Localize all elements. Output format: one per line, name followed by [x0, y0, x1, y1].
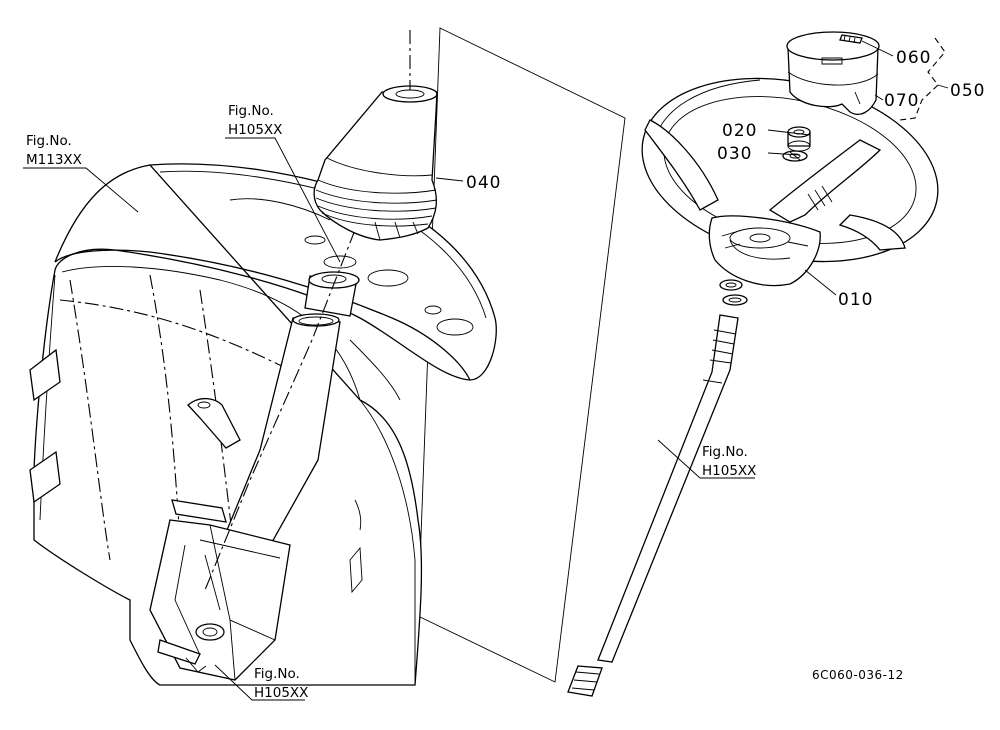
background-panel — [417, 27, 626, 683]
steering-column — [149, 229, 360, 681]
part-label-060: 060 — [896, 48, 931, 68]
fig-ref-line2: H105XX — [702, 463, 756, 479]
leader-lines — [23, 37, 949, 701]
fig-ref-line1: Fig.No. — [26, 133, 72, 149]
part-label-030: 030 — [717, 144, 752, 164]
part-040-boot — [313, 30, 438, 241]
fig-ref-m113: Fig.No. M113XX — [26, 133, 82, 168]
fig-ref-line2: H105XX — [228, 122, 282, 138]
part-label-010: 010 — [838, 290, 873, 310]
fig-ref-h105-shaft: Fig.No. H105XX — [702, 444, 756, 479]
fig-ref-line2: M113XX — [26, 152, 82, 168]
figure-references: Fig.No. M113XX Fig.No. H105XX Fig.No. H1… — [26, 103, 756, 701]
fig-ref-line1: Fig.No. — [228, 103, 274, 119]
fig-ref-h105-top: Fig.No. H105XX — [228, 103, 282, 138]
part-060-emblem — [839, 34, 863, 44]
fig-ref-line1: Fig.No. — [254, 666, 300, 682]
part-label-070: 070 — [884, 91, 919, 111]
dashboard-panel — [29, 163, 497, 686]
part-label-040: 040 — [466, 173, 501, 193]
part-label-050: 050 — [950, 81, 985, 101]
drawing-code: 6C060-036-12 — [812, 668, 904, 682]
part-labels: 010 020 030 040 050 060 070 — [466, 48, 985, 310]
fig-ref-line1: Fig.No. — [702, 444, 748, 460]
fig-ref-h105-bottom: Fig.No. H105XX — [254, 666, 308, 701]
part-label-020: 020 — [722, 121, 757, 141]
part-010-steering-wheel — [641, 77, 939, 287]
part-030-washer — [782, 150, 808, 162]
fig-ref-line2: H105XX — [254, 685, 308, 701]
